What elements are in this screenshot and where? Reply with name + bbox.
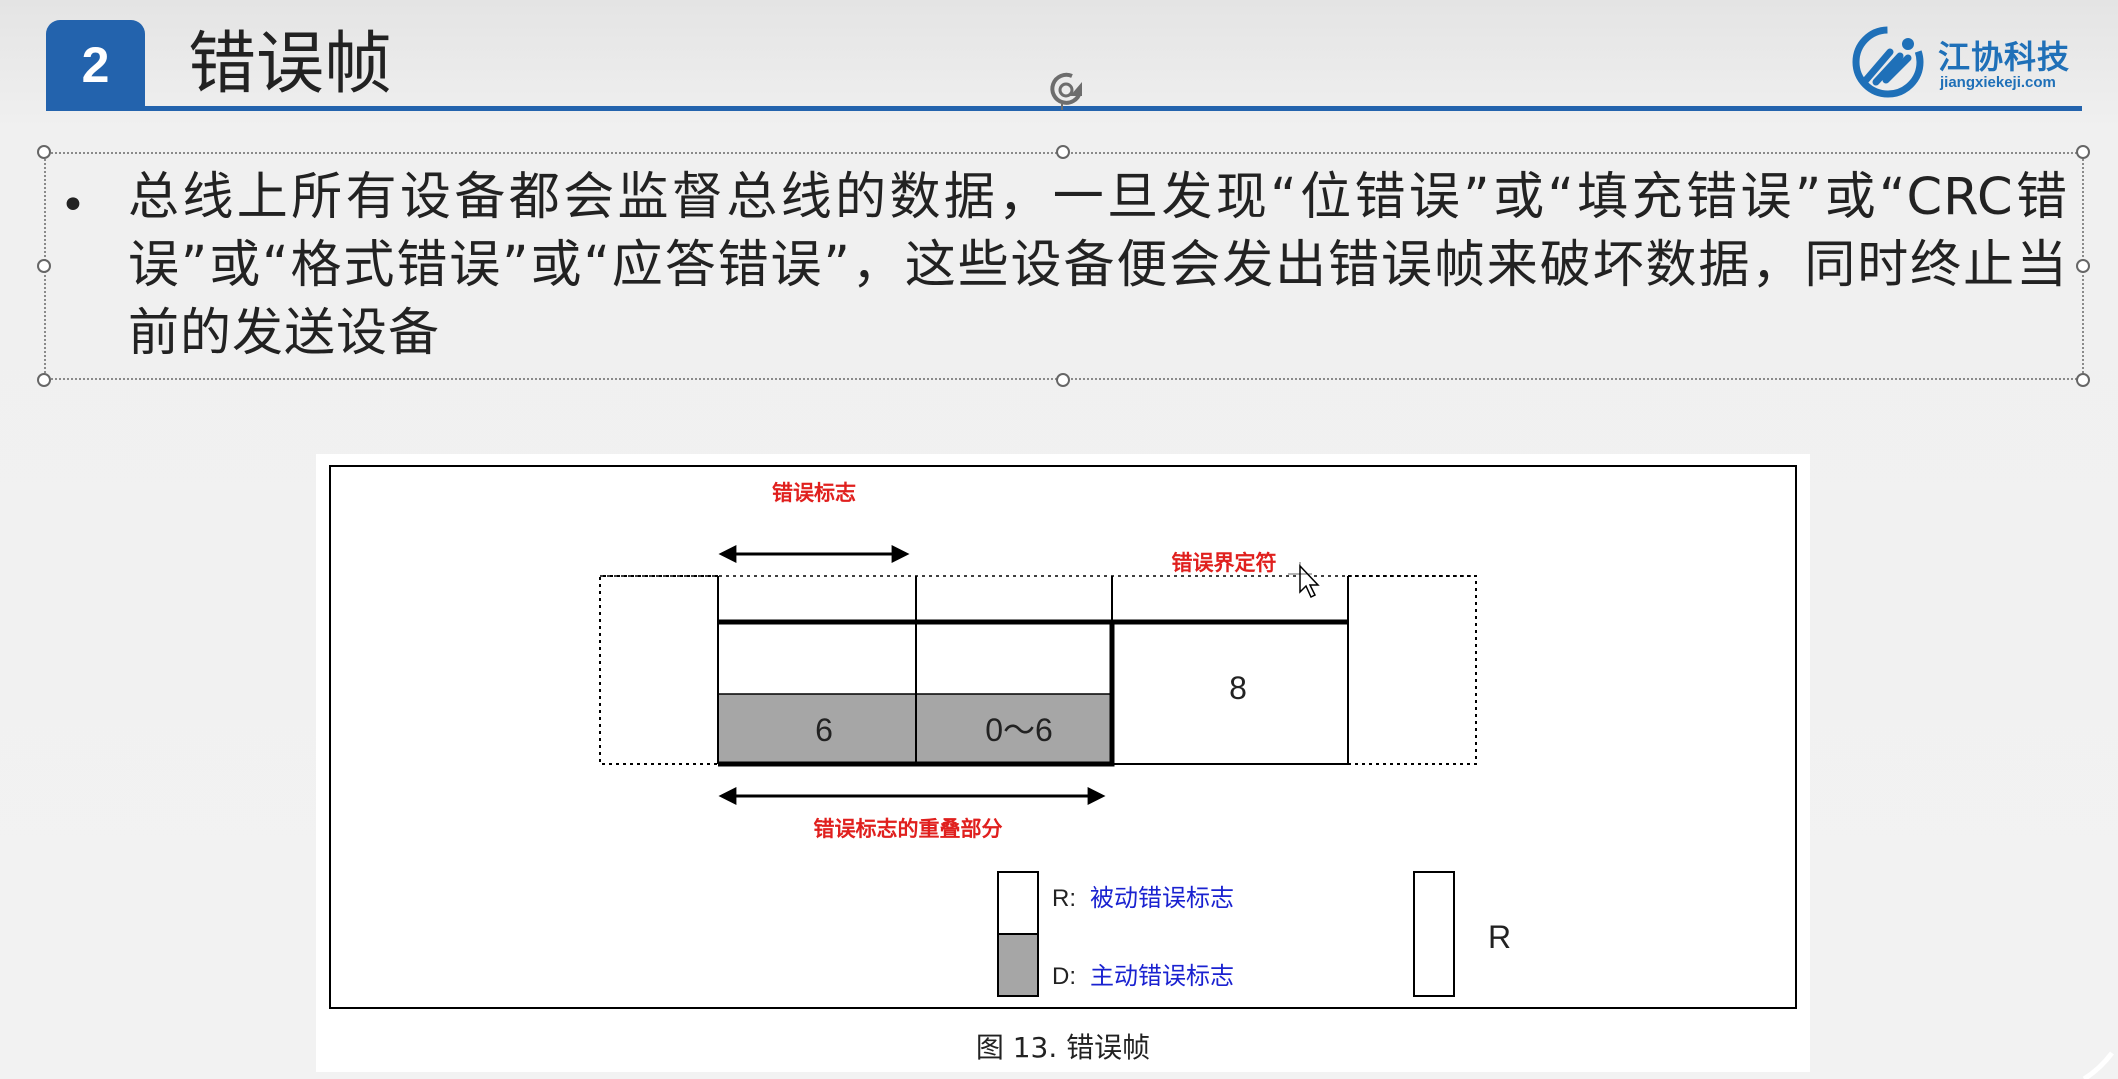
error-frame-diagram: 错误标志 错误界定符 错误标志的重叠部分 6 0～6 8 R: 被动错误标志 D… <box>329 465 1797 1009</box>
overlap-label: 错误标志的重叠部分 <box>814 817 1003 841</box>
resize-handle-bottom-left[interactable] <box>37 373 51 387</box>
bullet-text[interactable]: 总线上所有设备都会监督总线的数据，一旦发现“位错误”或“填充错误”或“CRC错误… <box>128 168 2068 363</box>
legend-r-symbol: R <box>1488 919 1511 955</box>
page-title: 错误帧 <box>188 25 393 104</box>
title-underline <box>46 106 2082 111</box>
resize-handle-bottom-right[interactable] <box>2076 373 2090 387</box>
mouse-cursor-icon <box>1288 562 1320 599</box>
company-logo: 江协科技 jiangxiekeji.com <box>1846 22 2086 102</box>
error-flag-label: 错误标志 <box>772 481 856 505</box>
resize-handle-middle-right[interactable] <box>2076 259 2090 273</box>
figure-caption: 图 13. 错误帧 <box>975 1031 1151 1064</box>
legend-dominant-key: D: <box>1052 963 1076 990</box>
figure-panel: 错误标志 错误界定符 错误标志的重叠部分 6 0～6 8 R: 被动错误标志 D… <box>316 454 1810 1072</box>
dotted-left-region <box>599 575 718 765</box>
legend-dominant-text: 主动错误标志 <box>1090 962 1234 990</box>
figure-border <box>329 465 1797 1009</box>
resize-handle-top-center[interactable] <box>1056 145 1070 159</box>
cell-label-6: 6 <box>815 712 833 748</box>
legend-dominant-box <box>997 933 1039 997</box>
cell-label-0to6: 0～6 <box>985 712 1053 748</box>
legend-recessive-text: 被动错误标志 <box>1090 884 1234 912</box>
legend-recessive-box <box>997 871 1039 935</box>
logo-name-cn: 江协科技 <box>1938 38 2071 76</box>
resize-handle-top-left[interactable] <box>37 145 51 159</box>
logo-name-en: jiangxiekeji.com <box>1940 74 2056 91</box>
corner-decoration-icon <box>2082 1051 2114 1079</box>
legend-r-box <box>1413 871 1455 997</box>
logo-mark-icon <box>1852 26 1924 98</box>
resize-handle-middle-left[interactable] <box>37 259 51 273</box>
bullet-marker: • <box>60 180 86 231</box>
error-delimiter-label: 错误界定符 <box>1172 551 1277 575</box>
rotate-handle-icon[interactable] <box>1042 68 1092 110</box>
cell-label-8: 8 <box>1229 670 1247 706</box>
dominant-cell-0to6 <box>916 694 1112 764</box>
signal-line <box>718 619 1348 767</box>
dominant-cell-6 <box>718 694 916 764</box>
section-number: 2 <box>81 37 110 93</box>
resize-handle-top-right[interactable] <box>2076 145 2090 159</box>
dotted-right-region <box>1348 575 1477 765</box>
resize-handle-bottom-center[interactable] <box>1056 373 1070 387</box>
legend-recessive-key: R: <box>1052 885 1076 912</box>
section-number-badge: 2 <box>46 20 145 110</box>
